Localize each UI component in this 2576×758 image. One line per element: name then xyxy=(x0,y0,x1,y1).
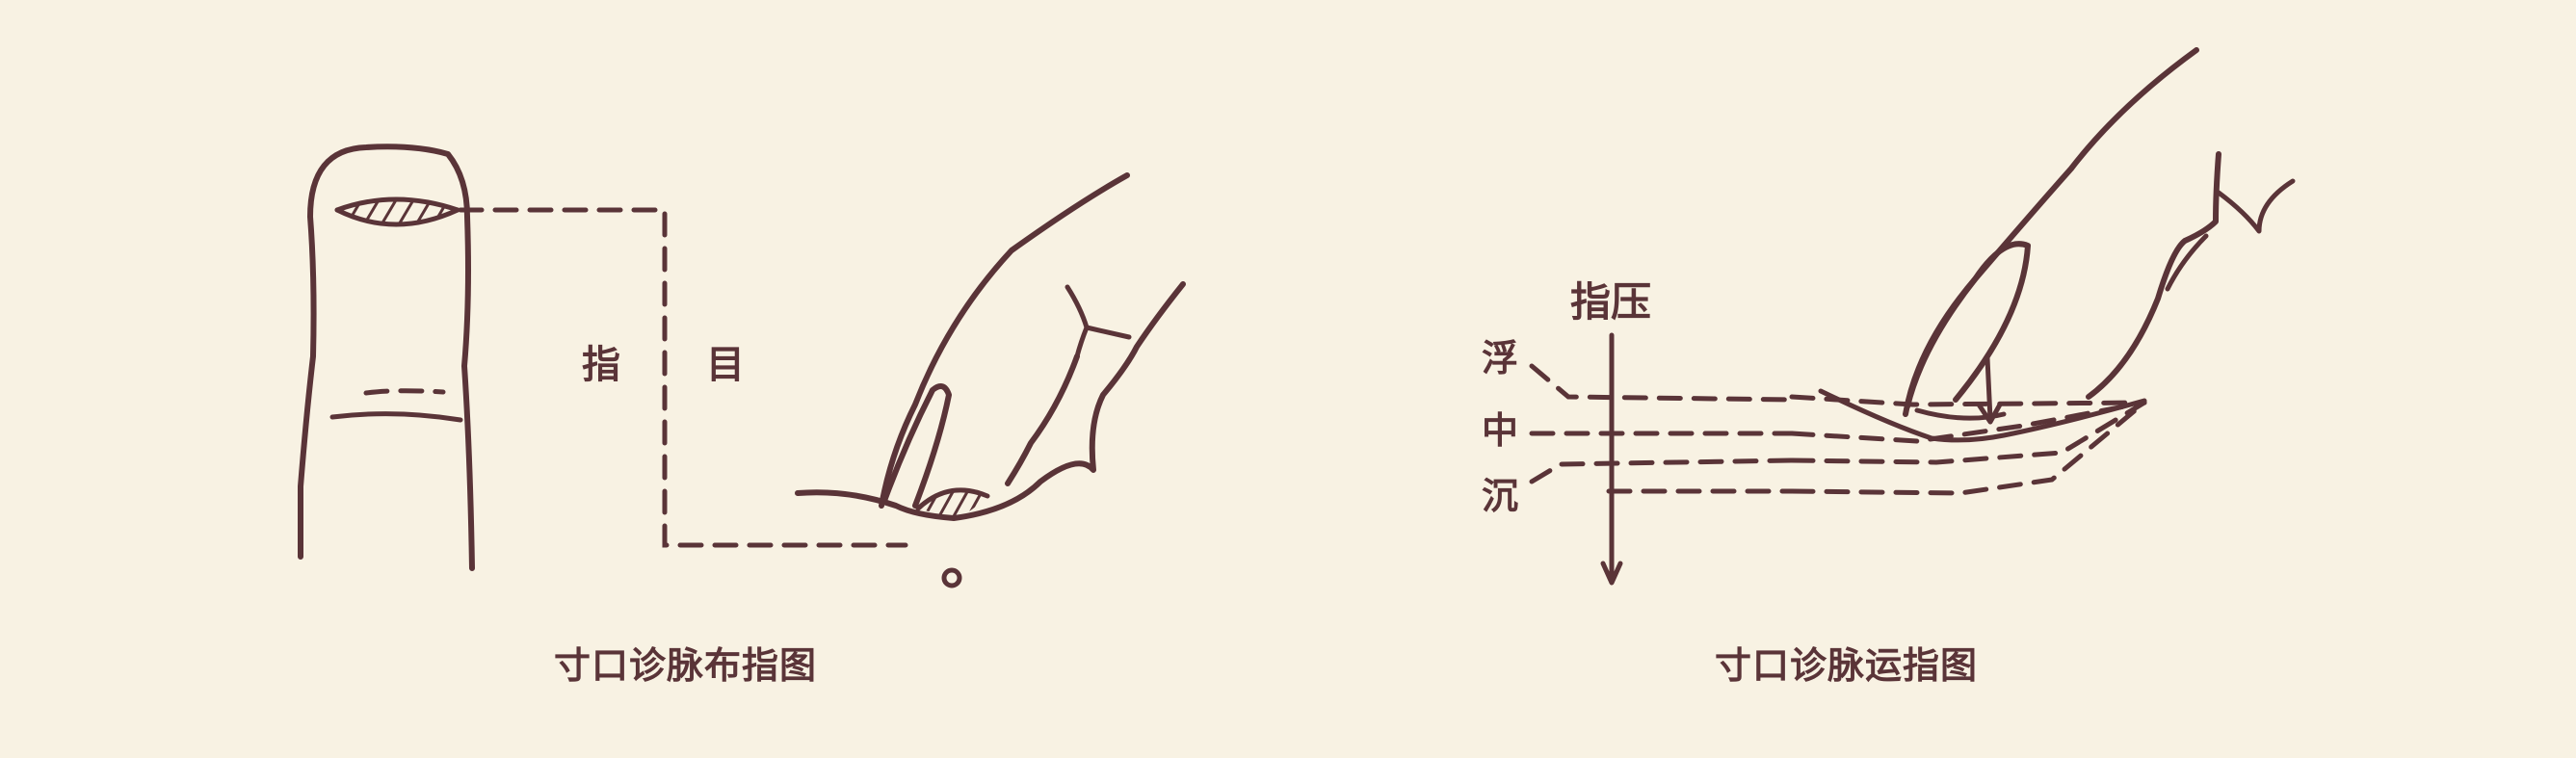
level-label-chen: 沉 xyxy=(1482,475,1518,517)
level-label-zhong: 中 xyxy=(1482,409,1518,452)
pressure-axis xyxy=(1600,332,1623,586)
level-leaders xyxy=(1529,363,1795,494)
pressing-hand xyxy=(795,172,1186,521)
axis-label-zhiya: 指压 xyxy=(1570,278,1651,326)
label-mu: 目 xyxy=(706,343,745,387)
label-zhi: 指 xyxy=(582,343,620,387)
pressing-finger xyxy=(1903,47,2296,425)
left-figure-caption: 寸口诊脉布指图 xyxy=(554,644,818,687)
pulse-point-marker xyxy=(941,567,962,588)
pulse-layers xyxy=(1789,388,2147,496)
projection-bracket xyxy=(458,207,962,588)
finger-front-view xyxy=(298,144,475,571)
level-label-fu: 浮 xyxy=(1482,337,1518,379)
right-figure-caption: 寸口诊脉运指图 xyxy=(1715,644,1979,687)
